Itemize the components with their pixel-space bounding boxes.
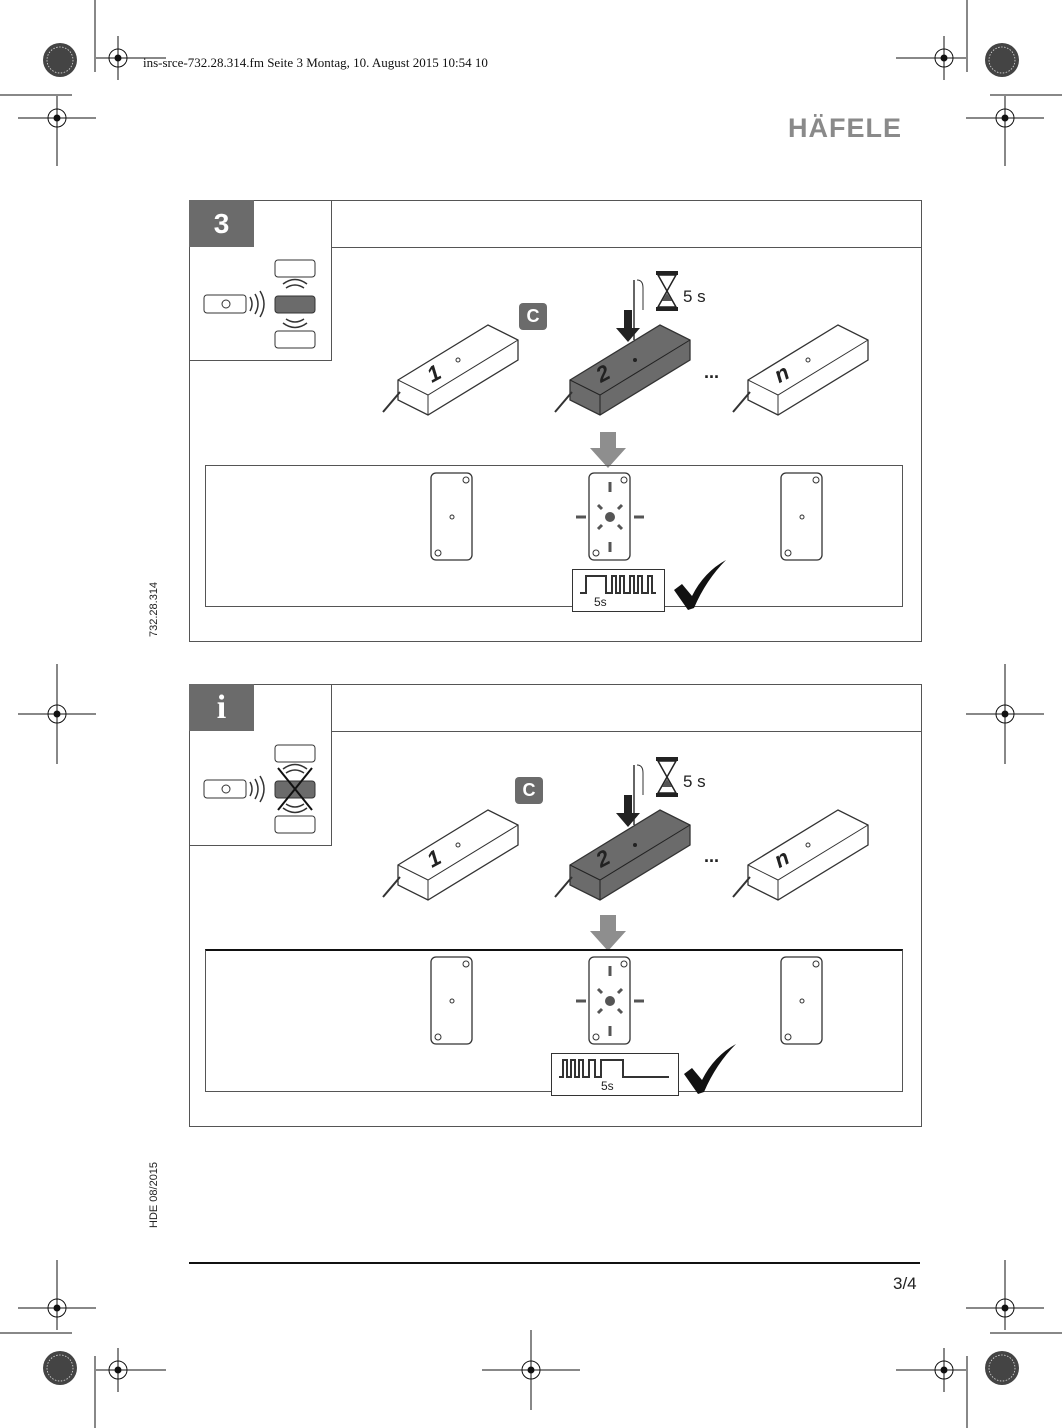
info-icon-box-right [331, 684, 332, 846]
clear-button-label: C [515, 777, 543, 804]
blink-waveform-icon [580, 575, 656, 594]
step-3-result-box [205, 465, 903, 607]
receiver-device-n [732, 809, 869, 901]
ellipsis: ... [704, 362, 720, 382]
ellipsis: ... [704, 846, 720, 866]
checkmark-icon [684, 1044, 736, 1094]
receiver-device-n [732, 324, 869, 416]
receiver-device-1 [382, 809, 519, 901]
led-device-2-blinking [576, 472, 644, 561]
info-icon-box-bottom [189, 845, 332, 846]
step-3-icon-box-right [331, 200, 332, 361]
article-number: 732.28.314 [148, 581, 160, 637]
hafele-logo: HÄFELE [788, 113, 902, 143]
step-3-icon-box-bottom [189, 360, 332, 361]
receiver-device-1 [382, 324, 519, 416]
pin-press-arrow [616, 764, 644, 827]
led-device-1 [430, 956, 473, 1045]
remote-pairing-icon [203, 259, 316, 349]
hourglass-icon [656, 271, 678, 311]
signal-duration-label: 5s [594, 595, 607, 609]
step-number-badge: 3 [189, 200, 254, 247]
blink-waveform-icon [559, 1059, 669, 1078]
page-number: 3/4 [893, 1274, 917, 1293]
receiver-device-2-active [554, 809, 691, 901]
clear-button-label: C [519, 303, 547, 330]
led-device-2-blinking [576, 956, 644, 1045]
pin-press-arrow [616, 279, 644, 342]
receiver-device-2-active [554, 324, 691, 416]
footer-rule [189, 1262, 920, 1264]
step-3-title-divider [331, 247, 921, 248]
signal-duration-label: 5s [601, 1079, 614, 1093]
timer-label: 5 s [683, 287, 706, 306]
info-badge: i [189, 684, 254, 731]
down-arrow [590, 915, 626, 951]
info-title-divider [331, 731, 921, 732]
edition-label: HDE 08/2015 [148, 1161, 160, 1228]
hourglass-icon [656, 757, 678, 797]
led-device-n [780, 472, 823, 561]
remote-unpairing-icon [203, 744, 316, 834]
led-device-1 [430, 472, 473, 561]
led-device-n [780, 956, 823, 1045]
down-arrow [590, 432, 626, 468]
checkmark-icon [674, 560, 726, 610]
timer-label: 5 s [683, 772, 706, 791]
file-info-header: ins-srce-732.28.314.fm Seite 3 Montag, 1… [143, 55, 488, 70]
